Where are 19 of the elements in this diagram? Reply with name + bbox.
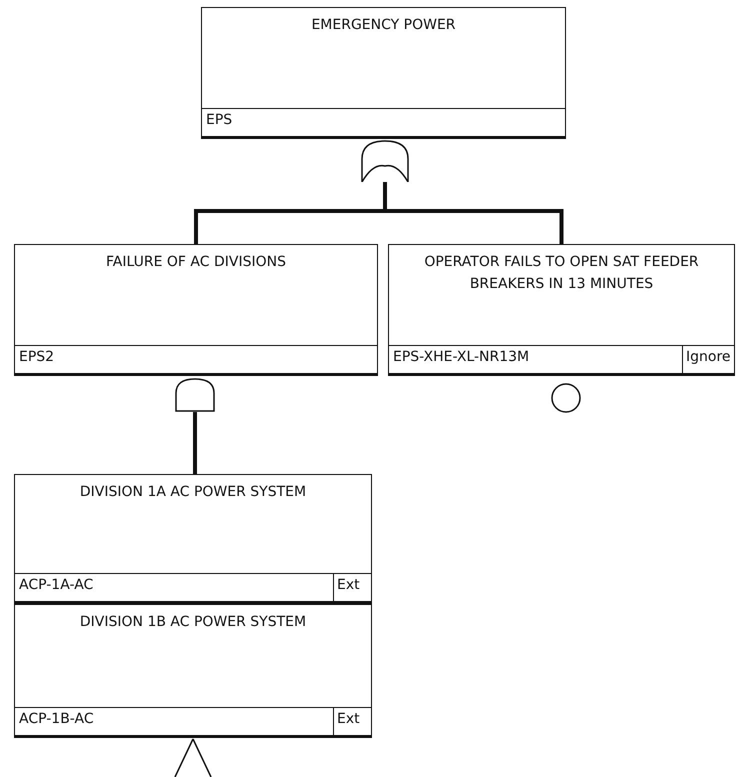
event-flag: Ext (333, 574, 371, 601)
event-box (14, 474, 372, 604)
event-flag: Ignore (682, 346, 734, 373)
event-id: EPS-XHE-XL-NR13M (392, 348, 530, 367)
event-box (14, 244, 378, 376)
event-description: DIVISION 1A AC POWER SYSTEM (78, 483, 308, 502)
event-box (14, 604, 372, 738)
event-description: EMERGENCY POWER (310, 16, 457, 35)
event-description: DIVISION 1B AC POWER SYSTEM (78, 613, 308, 632)
event-description: OPERATOR FAILS TO OPEN SAT FEEDER BREAKERS IN 13 MINUTES (423, 253, 700, 294)
event-box (201, 7, 566, 139)
event-flag: Ext (333, 708, 371, 735)
connector-line (193, 412, 197, 474)
event-id: ACP-1A-AC (18, 576, 94, 595)
event-id: ACP-1B-AC (18, 710, 95, 729)
event-box (388, 244, 735, 376)
event-description: FAILURE OF AC DIVISIONS (105, 253, 287, 272)
event-id: EPS (205, 111, 234, 130)
event-id: EPS2 (18, 348, 56, 367)
